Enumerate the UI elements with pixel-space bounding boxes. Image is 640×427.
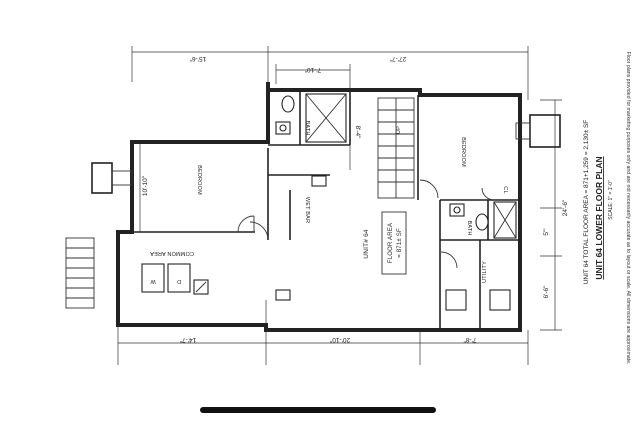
dim-bottom-right: 7'-8": [463, 336, 477, 343]
common-area-label: COMMON AREA: [150, 250, 194, 256]
floor-area-line1: FLOOR AREA: [388, 223, 394, 263]
wet-bar-sink: [311, 175, 327, 187]
bath-right-fixtures: [449, 201, 517, 239]
dim-bar-height: 8'-4": [354, 126, 361, 140]
dim-right-overall: 24'-6": [562, 199, 569, 216]
washer-label: W: [150, 278, 156, 284]
door-swings: [237, 179, 495, 269]
unit-label: UNIT# 64: [363, 229, 370, 259]
dryer-label: D: [177, 278, 181, 284]
title-total-area: UNIT 64 TOTAL FLOOR AREA = 871+1,259 = 2…: [583, 120, 590, 285]
interior-walls: [132, 90, 520, 330]
window-wells: [91, 114, 561, 194]
laundry-units: [141, 263, 511, 311]
dim-bottom-mid: 20'-10": [329, 336, 350, 343]
exterior-walls: [116, 82, 522, 332]
closet-label: CL: [502, 186, 508, 193]
disclaimer-text: Floor plans provided for marketing purpo…: [625, 52, 631, 365]
dim-right-lower: 6'-6": [543, 285, 550, 299]
home-indicator[interactable]: [200, 407, 436, 413]
dim-right-upper: 5'": [543, 228, 550, 236]
stair-up-label: UP: [396, 126, 402, 134]
staircase: [377, 97, 415, 199]
dim-top-right: 27'-7": [389, 55, 406, 62]
dimension-lines-bottom: [117, 300, 529, 365]
title-scale: SCALE: 1" = 1'-0": [608, 180, 614, 220]
bath-right-label: BATH: [466, 220, 472, 235]
bath-top-fixtures: [275, 93, 347, 143]
wet-bar-label: WET BAR: [304, 197, 310, 223]
dim-bedroom-height: 10'-10": [142, 175, 149, 196]
dim-top-left: 15'-6": [189, 55, 206, 62]
bath-top-label: BATH: [304, 120, 310, 135]
dimension-lines-right: [540, 99, 562, 331]
dim-top-inner: 7'-10": [304, 66, 321, 73]
bedroom-left-label: BEDROOM: [196, 165, 202, 195]
floor-area-box: [381, 211, 407, 275]
bedroom-right-label: BEDROOM: [460, 137, 466, 167]
title-floor-plan: UNIT 64 LOWER FLOOR PLAN: [594, 156, 604, 279]
dim-bottom-left: 14'-7": [179, 336, 196, 343]
exterior-stair: [65, 237, 95, 309]
utility-label: UTILITY: [482, 261, 488, 283]
floor-area-line2: = 871± SF: [397, 228, 403, 258]
